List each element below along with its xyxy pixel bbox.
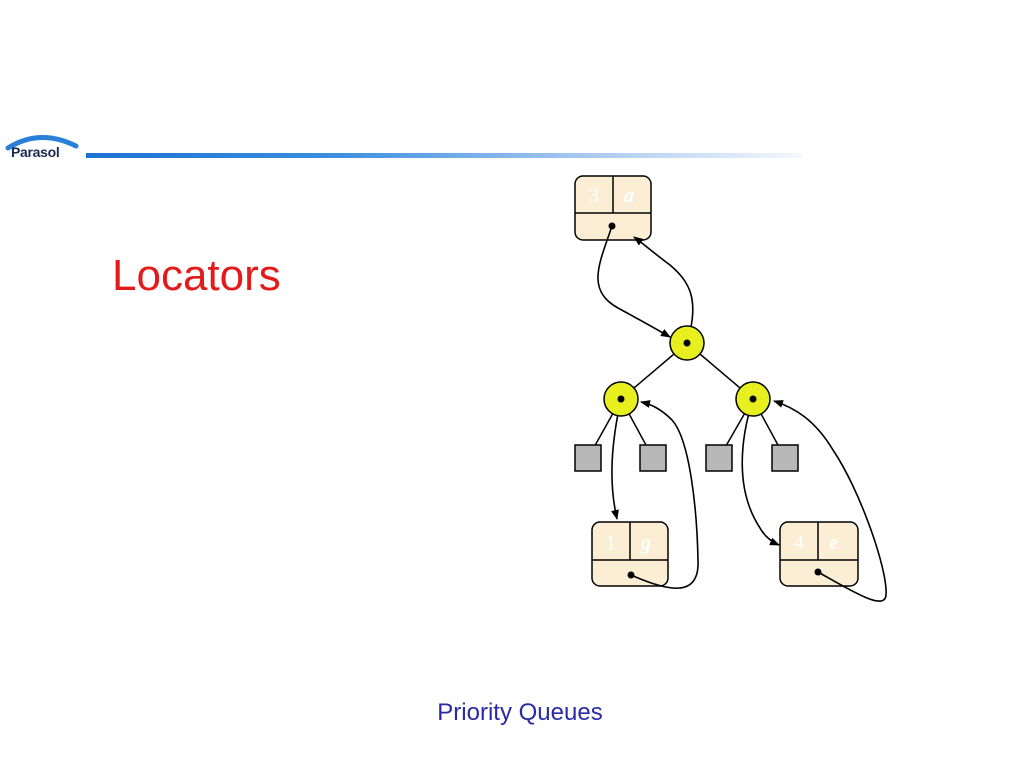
item-box-left: 1 g [591,521,669,587]
leaf-node [771,444,799,472]
logo-arc-icon [5,135,79,151]
slide-footer: Priority Queues [0,699,1024,727]
parasol-logo: Parasol [4,128,80,172]
footer-text: Priority Queues [437,699,603,726]
link-node-to-item [611,398,622,520]
link-item-to-node [630,400,699,589]
item-key: 1 [606,532,616,554]
header-rule [86,153,802,158]
logo-text: Parasol [11,144,60,160]
locator-links [597,225,887,602]
leaf-node [705,444,733,472]
link-item-to-node [597,225,671,338]
item-key: 3 [589,185,599,207]
item-box-top: 3 a [574,175,652,241]
item-key: 4 [794,532,804,554]
link-item-to-node [773,400,887,602]
link-node-to-item [741,398,780,546]
pointer-dots [608,222,822,579]
item-value: a [624,185,634,207]
leaf-node [574,444,602,472]
item-box-right: 4 e [779,521,859,587]
item-value: g [640,532,651,554]
link-node-to-item [633,236,694,344]
slide-title: Locators [112,251,281,300]
leaf-node [639,444,667,472]
leaf-nodes [574,444,799,472]
item-value: e [830,532,839,554]
